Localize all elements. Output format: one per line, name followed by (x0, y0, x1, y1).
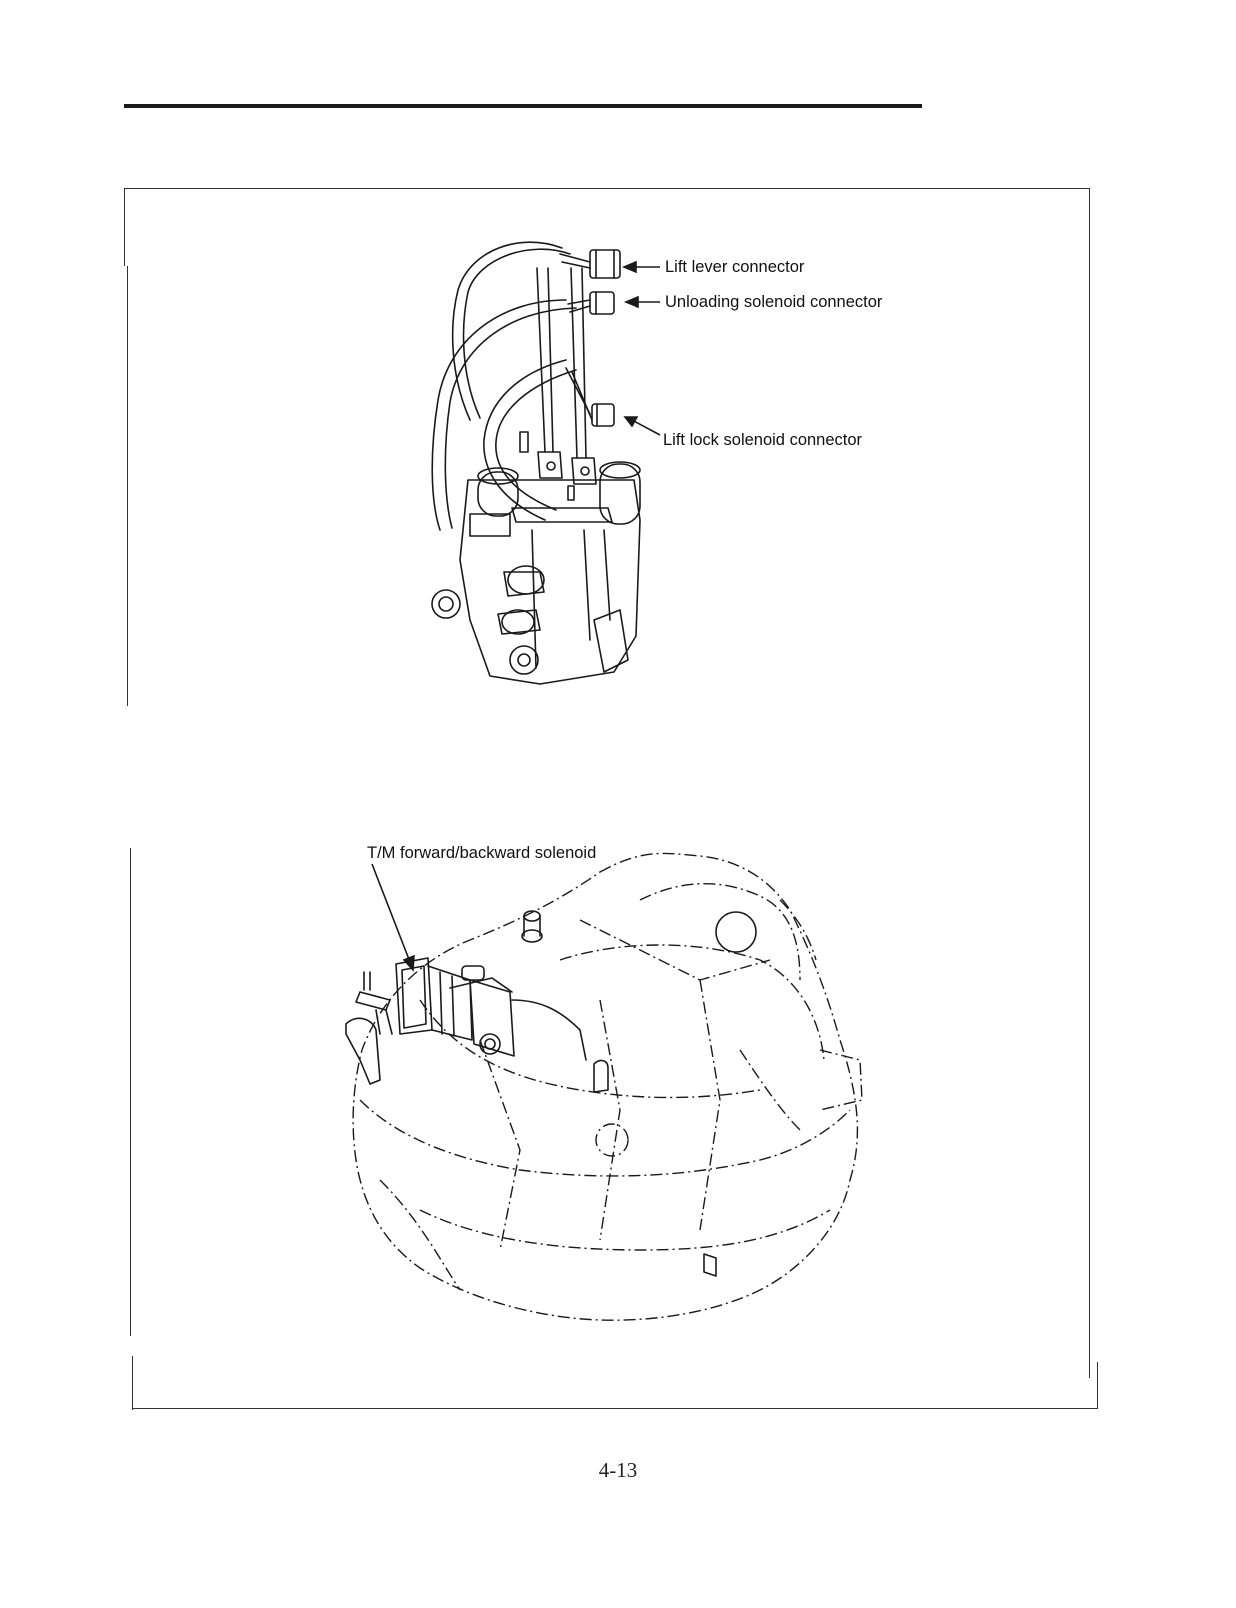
page-number: 4-13 (598, 1458, 638, 1482)
frame-left-border-upper (124, 188, 125, 266)
arrow-lift-lock (631, 419, 661, 436)
label-tm-solenoid: T/M forward/backward solenoid (367, 844, 597, 862)
frame-bottom-border (132, 1408, 1098, 1409)
frame-top-border (124, 188, 1090, 189)
frame-left-border-bottom (132, 1356, 133, 1410)
label-lift-lock-solenoid-connector: Lift lock solenoid connector (663, 431, 863, 449)
frame-left-border-middle (127, 266, 128, 706)
label-unloading-solenoid-connector: Unloading solenoid connector (665, 293, 883, 311)
frame-right-border (1089, 188, 1090, 1378)
frame-right-border-bottom (1097, 1362, 1098, 1409)
label-lift-lever-connector: Lift lever connector (665, 258, 805, 276)
header-rule (124, 104, 922, 108)
frame-left-border-lower (130, 848, 131, 1336)
arrow-tm-solenoid (371, 863, 411, 963)
